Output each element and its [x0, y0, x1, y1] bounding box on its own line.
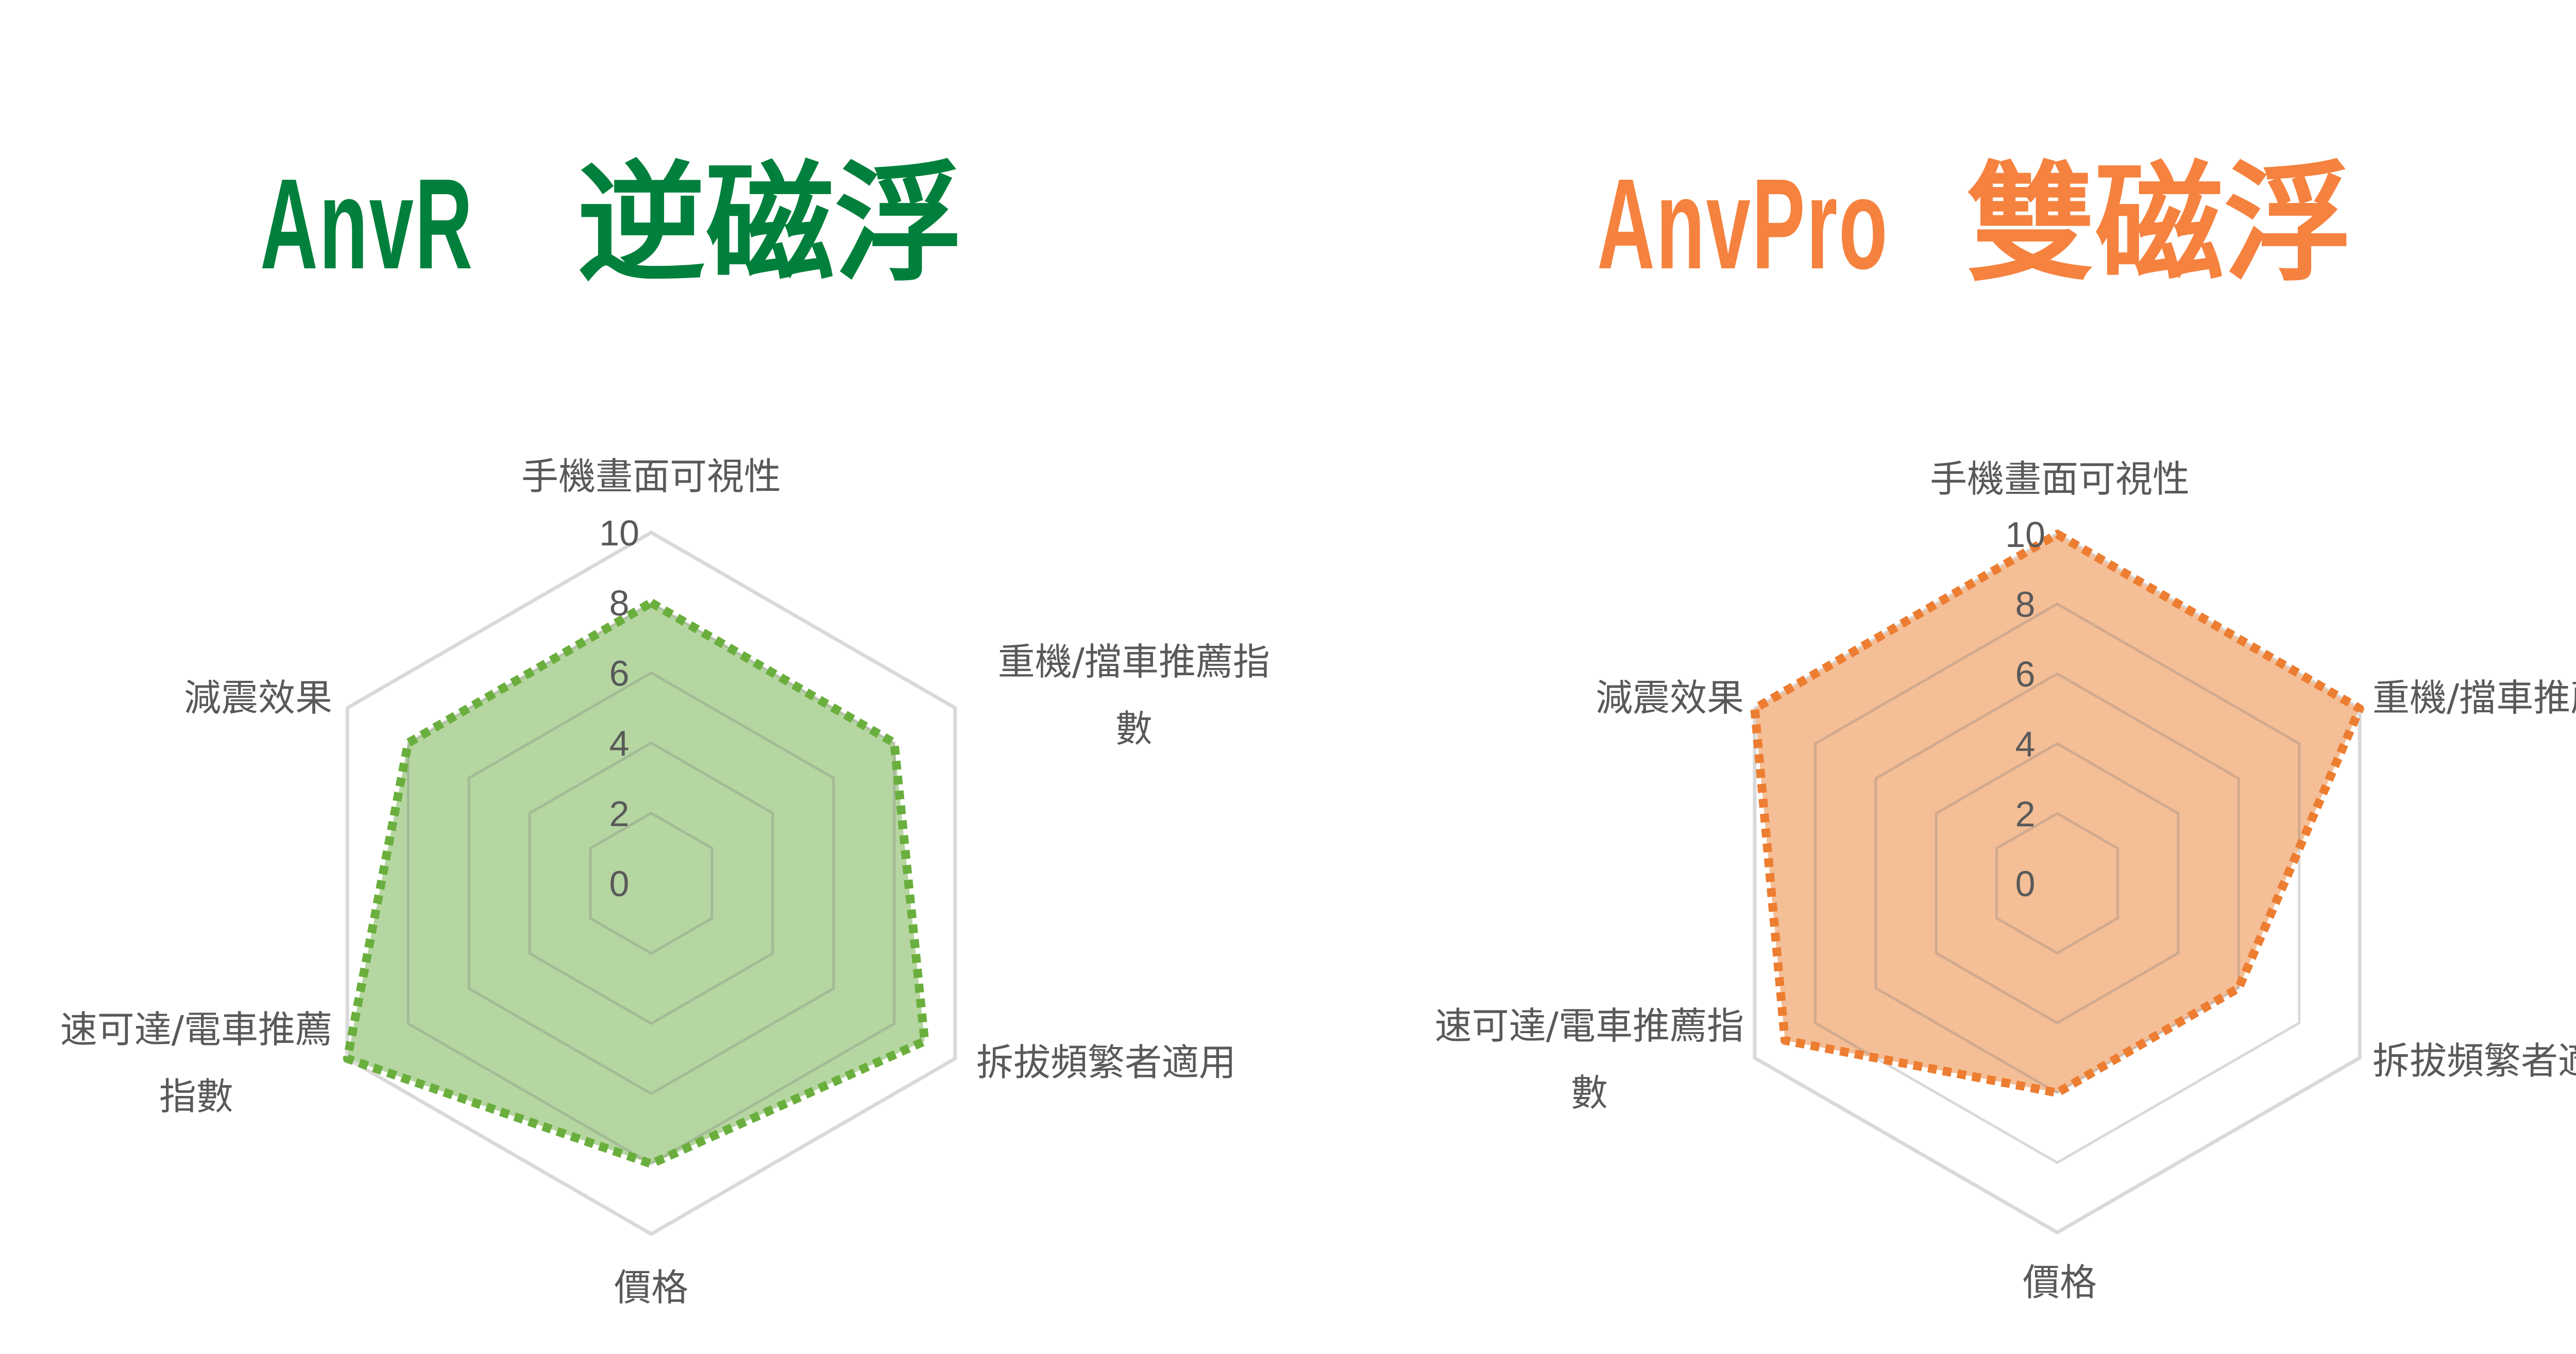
data-line — [1750, 529, 2364, 1098]
tick-label: 8 — [2015, 585, 2036, 625]
tick-label: 0 — [609, 864, 630, 904]
grid-ring-4 — [1935, 742, 2180, 1025]
category-label: 速可達/電車推薦指 — [1435, 1004, 1744, 1048]
category-label: 速可達/電車推薦 — [60, 1008, 332, 1051]
tick-label: 6 — [2015, 654, 2036, 694]
data-area — [1754, 534, 2360, 1093]
title-anvr-en: AnvR — [260, 152, 474, 296]
tick-label: 0 — [2015, 864, 2036, 904]
title-anvr-zh: 逆磁浮 — [577, 152, 963, 296]
grid-ring-8 — [1814, 602, 2301, 1164]
category-label: 重機/擋車推薦指 — [998, 640, 1270, 683]
grid-ring-6 — [1874, 672, 2240, 1094]
grid-ring-2 — [589, 811, 714, 955]
data-area — [347, 603, 925, 1164]
tick-label: 10 — [2005, 515, 2045, 555]
title-anvpro: AnvPro 雙磁浮 — [1597, 147, 2352, 301]
category-label: 減震效果 — [1596, 676, 1744, 719]
title-anvpro-en: AnvPro — [1597, 152, 1889, 296]
grid-ring-2 — [1995, 812, 2119, 955]
category-label: 手機畫面可視性 — [1930, 457, 2190, 501]
grid-ring-8 — [406, 601, 896, 1166]
tick-label: 8 — [609, 583, 630, 623]
grid-ring-6 — [467, 671, 835, 1095]
category-label: 數 — [1115, 707, 1153, 750]
tick-label: 10 — [599, 513, 639, 553]
category-label: 指數 — [159, 1075, 233, 1118]
category-label: 手機畫面可視性 — [521, 455, 781, 498]
category-label: 價格 — [2023, 1261, 2097, 1304]
tick-label: 4 — [2015, 724, 2036, 764]
category-label: 拆拔頻繁者適用 — [2372, 1039, 2576, 1083]
category-label: 數 — [1571, 1071, 1608, 1115]
tick-label: 4 — [609, 724, 630, 764]
tick-label: 6 — [609, 653, 630, 693]
category-label: 價格 — [614, 1266, 688, 1309]
title-anvpro-zh: 雙磁浮 — [1966, 152, 2353, 296]
tick-label: 2 — [609, 794, 630, 834]
grid-ring-4 — [528, 741, 774, 1025]
category-label: 減震效果 — [184, 676, 332, 719]
tick-label: 2 — [2015, 794, 2036, 834]
title-anvr: AnvR 逆磁浮 — [260, 147, 963, 301]
category-label: 拆拔頻繁者適用 — [976, 1041, 1236, 1084]
grid-ring-10 — [345, 530, 957, 1237]
